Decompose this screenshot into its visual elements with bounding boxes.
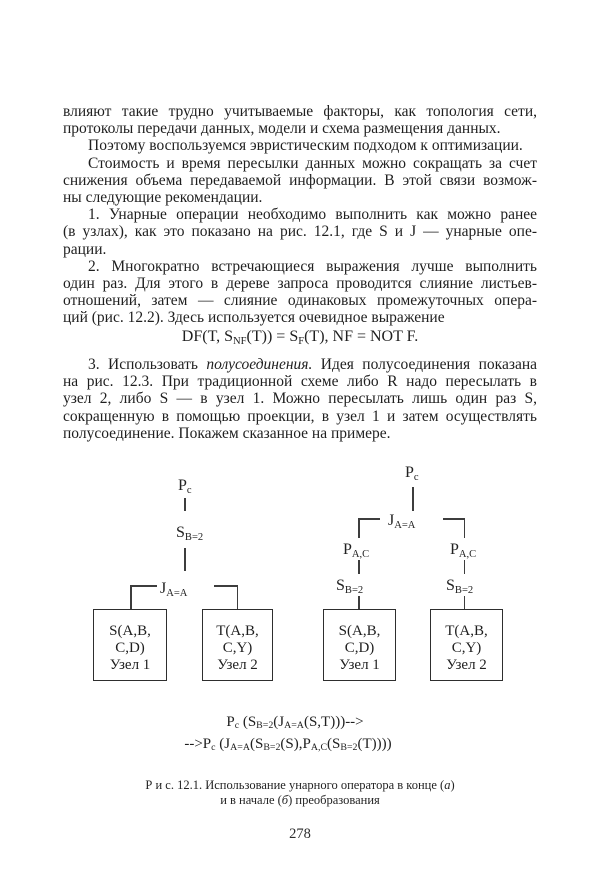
node-box-line: C,D) bbox=[115, 640, 145, 656]
join-operator-label: JA=A bbox=[388, 512, 416, 531]
figure-caption: Р и с. 12.1. Использование унарного опер… bbox=[4, 778, 596, 807]
relation-node-s-node1: S(A,B, C,D) Узел 1 bbox=[323, 609, 396, 681]
body-text-line: 1. Унарные операции необходимо выполнить… bbox=[88, 206, 537, 224]
body-text-line: Стоимость и время пересылки данных можно… bbox=[88, 154, 537, 172]
body-text-line: ций (рис. 12.2). Здесь используется очев… bbox=[63, 309, 445, 327]
body-text: влияют такие трудно учитываемые факторы,… bbox=[63, 103, 537, 326]
body-text-line: сокращенную в помощью проекции, в узел 1… bbox=[63, 407, 537, 425]
tree-edge bbox=[463, 518, 466, 538]
figure-caption-line: Р и с. 12.1. Использование унарного опер… bbox=[145, 778, 455, 792]
tree-edge bbox=[130, 585, 132, 609]
tree-edge bbox=[184, 498, 186, 511]
node-box-line: T(A,B, bbox=[445, 623, 488, 639]
body-text-line: 3. Использовать полусоединения. Идея пол… bbox=[88, 356, 538, 373]
relation-node-t-node2: T(A,B, C,Y) Узел 2 bbox=[202, 609, 273, 681]
tree-edge bbox=[358, 518, 360, 538]
df-formula: DF(T, SNF(T)) = SF(T), NF = NOT F. bbox=[181, 328, 419, 347]
body-text-line: ны следующие рекомендации. bbox=[63, 188, 263, 206]
projection-operator-label: Pc bbox=[178, 477, 192, 496]
join-operator-label: JA=A bbox=[160, 580, 188, 599]
node-box-line: Узел 1 bbox=[339, 657, 380, 673]
body-text-line: отношений, затем — слияние одинаковых пр… bbox=[63, 292, 537, 310]
transform-formula-line1: Pc (SB=2(JA=A(S,T)))--> bbox=[226, 714, 364, 732]
transform-formula-line2: -->Pc (JA=A(SB=2(S),PA,C(SB=2(T)))) bbox=[184, 736, 392, 754]
body-text-line: узел 2, либо S — в узел 1. Можно пересыл… bbox=[63, 390, 537, 408]
tree-edge bbox=[184, 548, 186, 571]
tree-edge bbox=[130, 585, 157, 587]
body-text-line: (в узлах), как это показано на рис. 12.1… bbox=[63, 223, 537, 241]
selection-operator-label: SB=2 bbox=[176, 524, 204, 543]
node-box-line: S(A,B, bbox=[338, 623, 381, 639]
node-box-line: Узел 1 bbox=[109, 657, 151, 673]
body-text-line: протоколы передачи данных, модели и схем… bbox=[63, 120, 501, 138]
body-text-line: на рис. 12.3. При традиционной схеме либ… bbox=[63, 373, 537, 391]
node-box-line: C,Y) bbox=[451, 640, 482, 656]
node-box-line: C,Y) bbox=[222, 640, 253, 656]
body-text-line: полусоединение. Покажем сказанное на при… bbox=[63, 424, 391, 442]
body-text-line: 2. Многократно встречающиеся выражения л… bbox=[88, 257, 537, 275]
body-text-continued: 3. Использовать полусоединения. Идея пол… bbox=[63, 356, 537, 442]
projection-operator-label: Pc bbox=[405, 464, 419, 483]
body-text-line: влияют такие трудно учитываемые факторы,… bbox=[63, 103, 537, 120]
selection-operator-label: SB=2 bbox=[446, 577, 474, 596]
node-box-line: Узел 2 bbox=[446, 657, 487, 673]
node-box-line: T(A,B, bbox=[216, 623, 259, 639]
tree-edge bbox=[463, 596, 466, 609]
tree-edge bbox=[358, 518, 380, 520]
tree-edge bbox=[412, 487, 414, 511]
projection-operator-label: PA,C bbox=[450, 541, 477, 560]
body-text-line: снижения объема передаваемой информации.… bbox=[63, 171, 537, 189]
tree-edge bbox=[236, 585, 239, 609]
tree-edge bbox=[358, 596, 360, 609]
tree-edge bbox=[463, 560, 466, 574]
node-box-line: Узел 2 bbox=[217, 657, 258, 673]
relation-node-t-node2: T(A,B, C,Y) Узел 2 bbox=[430, 609, 503, 681]
figure-caption-line: и в начале (б) преобразования bbox=[220, 792, 380, 807]
body-text-line: один раз. Для этого в дереве запроса про… bbox=[63, 274, 537, 292]
tree-edge bbox=[214, 585, 238, 587]
relation-node-s-node1: S(A,B, C,D) Узел 1 bbox=[93, 609, 167, 681]
projection-operator-label: PA,C bbox=[343, 541, 370, 560]
tree-edge bbox=[443, 518, 465, 520]
tree-edge bbox=[358, 560, 360, 574]
node-box-line: S(A,B, bbox=[109, 623, 151, 639]
node-box-line: C,D) bbox=[344, 640, 375, 656]
body-text-line: рации. bbox=[63, 240, 107, 258]
body-text-line: Поэтому воспользуемся эвристическим подх… bbox=[88, 137, 523, 155]
page-number: 278 bbox=[289, 826, 311, 842]
selection-operator-label: SB=2 bbox=[336, 577, 364, 596]
